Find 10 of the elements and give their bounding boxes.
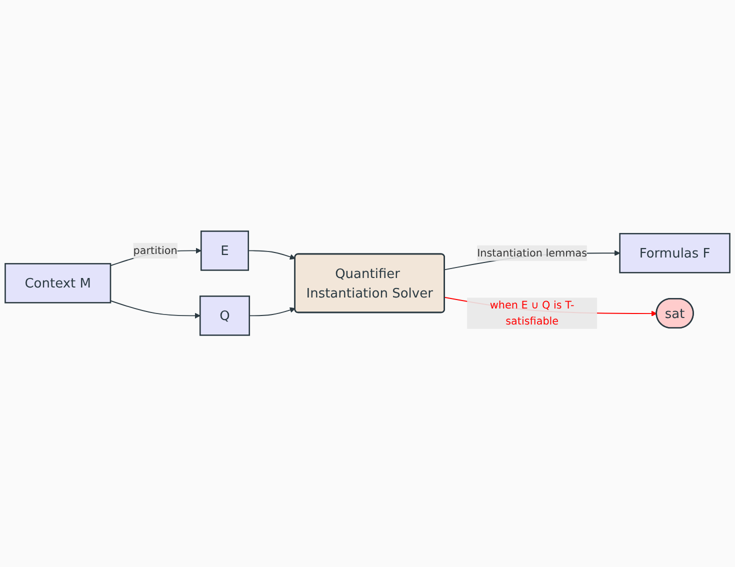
node-box: Formulas F: [619, 233, 730, 274]
arrow: [248, 250, 296, 260]
edge-label: when E ∪ Q is T-satisfiable: [490, 299, 574, 328]
node-box: Context M: [4, 263, 112, 304]
edge-label: partition: [133, 244, 178, 257]
node-box: Q: [199, 296, 250, 336]
node-box: E: [200, 230, 249, 272]
arrow: [248, 308, 296, 316]
arrow: [110, 300, 200, 319]
edge-label: Instantiation lemmas: [477, 246, 588, 260]
